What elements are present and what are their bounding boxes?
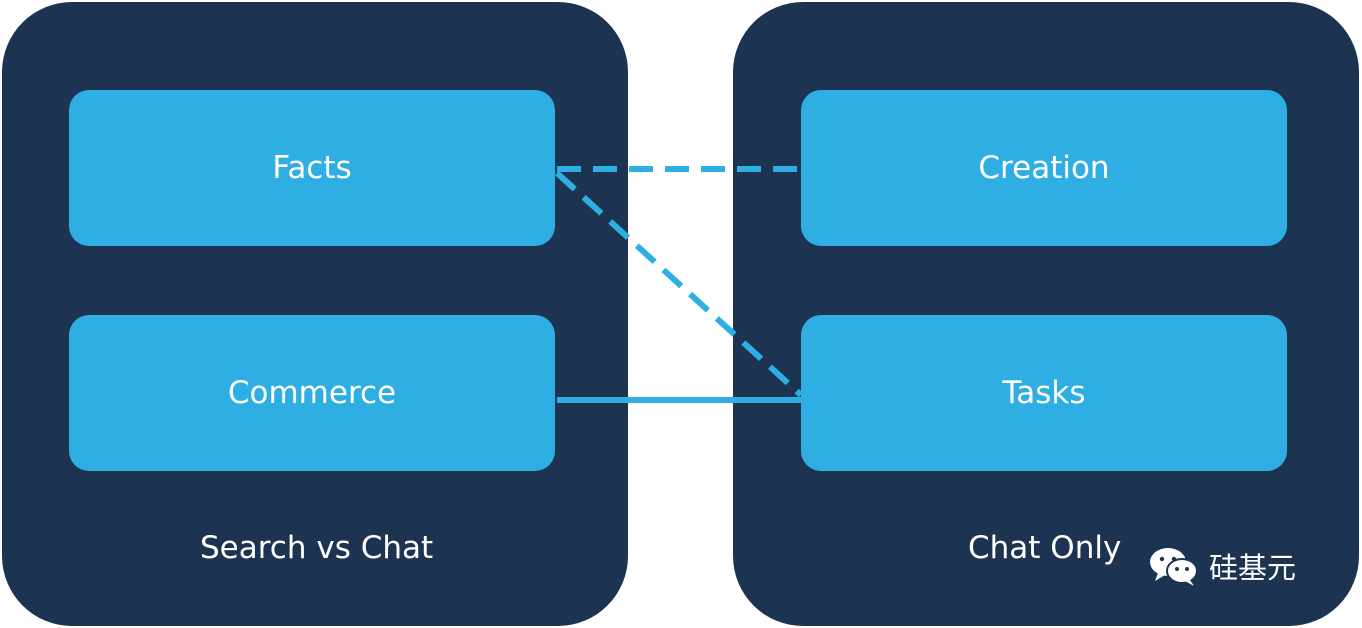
tasks-box: Tasks	[801, 315, 1287, 471]
watermark-text: 硅基元	[1209, 551, 1297, 585]
tasks-label: Tasks	[1002, 375, 1086, 411]
search-vs-chat-label: Search vs Chat	[200, 530, 434, 566]
creation-label: Creation	[978, 150, 1110, 186]
commerce-label: Commerce	[227, 375, 397, 411]
facts-label: Facts	[272, 150, 352, 186]
chat-only-label: Chat Only	[968, 530, 1122, 566]
creation-box: Creation	[801, 90, 1287, 246]
commerce-box: Commerce	[69, 315, 555, 471]
watermark: 硅基元	[1147, 545, 1296, 587]
wechat-icon	[1147, 545, 1201, 587]
facts-box: Facts	[69, 90, 555, 246]
